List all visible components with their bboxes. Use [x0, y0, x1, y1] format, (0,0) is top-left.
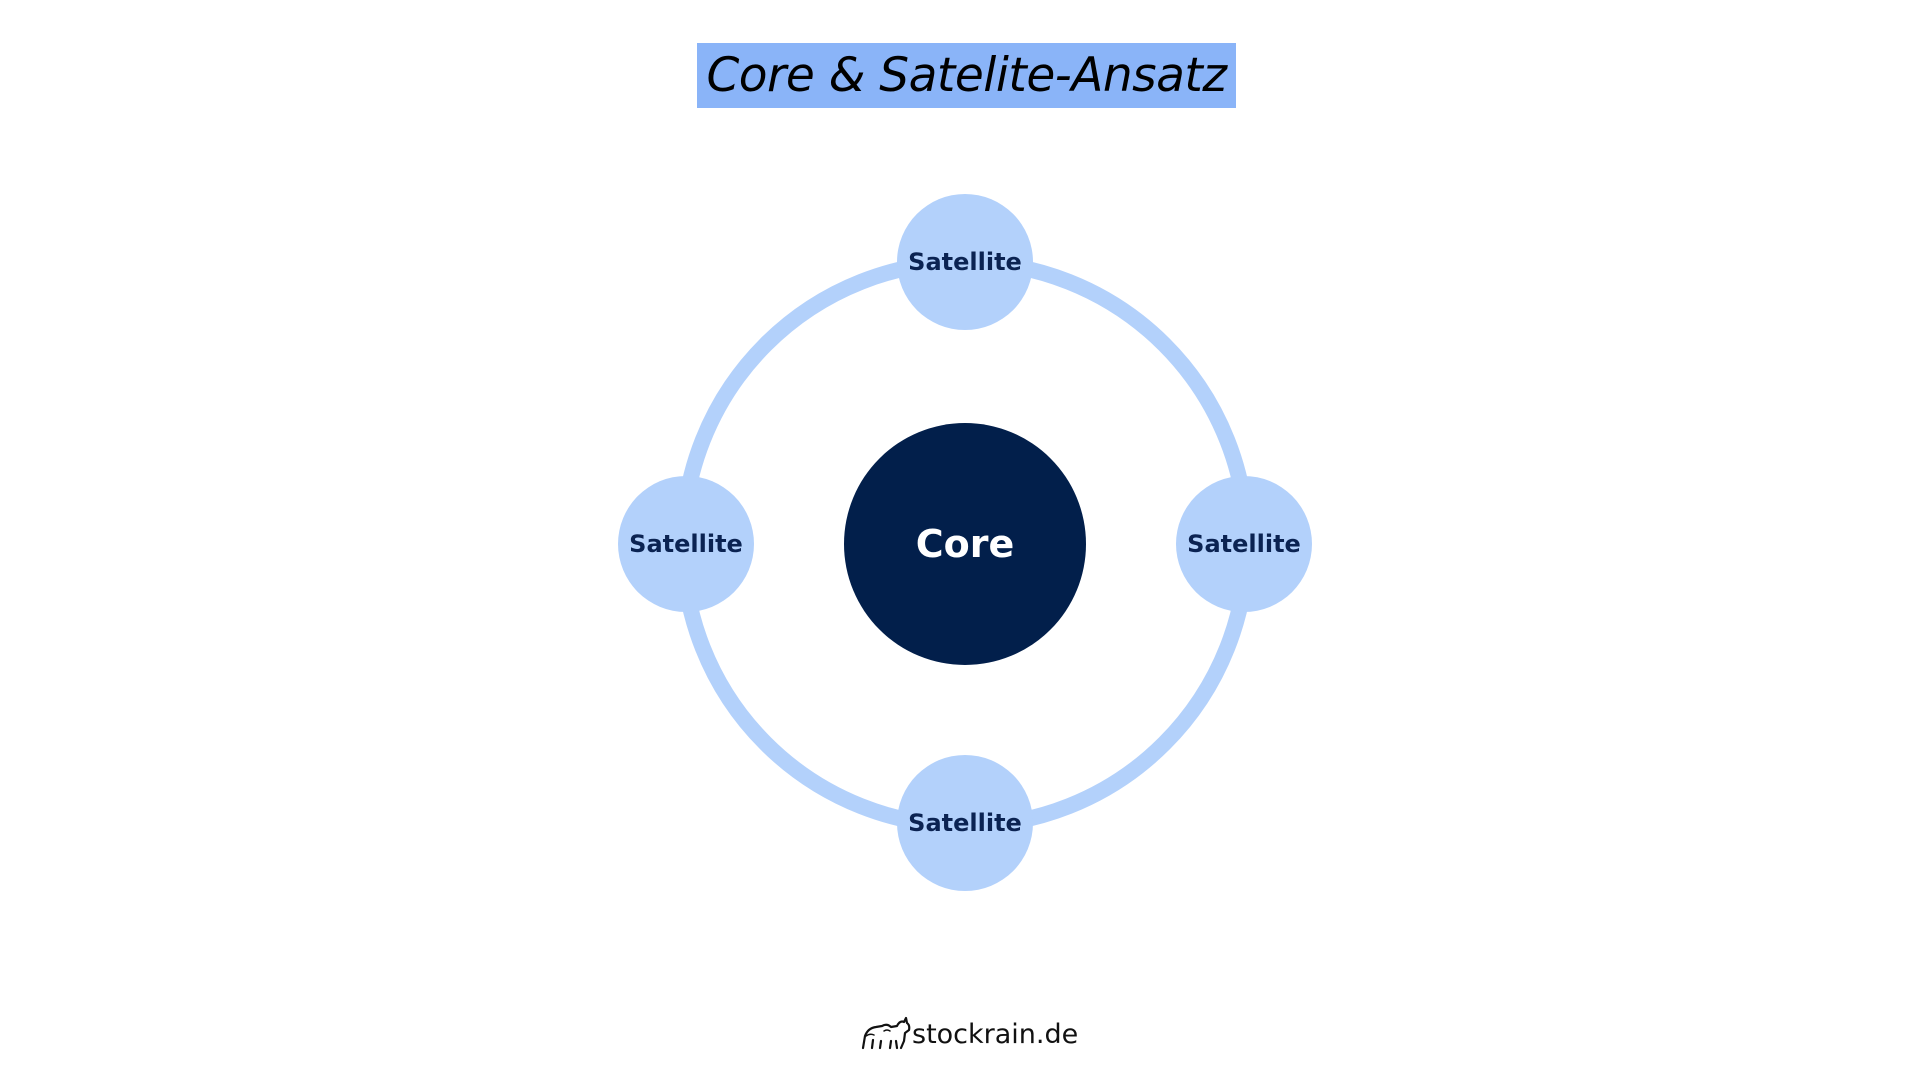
- satellite-circle: [1176, 476, 1312, 612]
- satellite-label: Satellite: [908, 248, 1022, 276]
- satellite-circle: [897, 755, 1033, 891]
- page-title-banner: Core & Satelite-Ansatz: [697, 43, 1236, 108]
- core-node: Core: [844, 423, 1086, 665]
- satellite-circle: [618, 476, 754, 612]
- satellite-node-bottom: Satellite: [897, 755, 1033, 891]
- satellite-label: Satellite: [629, 530, 743, 558]
- satellite-node-top: Satellite: [897, 194, 1033, 330]
- bull-bear-icon: [861, 1016, 911, 1050]
- satellite-node-left: Satellite: [618, 476, 754, 612]
- satellite-label: Satellite: [1187, 530, 1301, 558]
- satellite-circle: [897, 194, 1033, 330]
- core-circle: [844, 423, 1086, 665]
- footer-site-name: stockrain.de: [912, 1018, 1079, 1050]
- satellite-label: Satellite: [908, 809, 1022, 837]
- core-label: Core: [916, 522, 1015, 566]
- page-title: Core & Satelite-Ansatz: [706, 48, 1227, 103]
- footer-brand: stockrain.de: [860, 1012, 1078, 1056]
- satellite-node-right: Satellite: [1176, 476, 1312, 612]
